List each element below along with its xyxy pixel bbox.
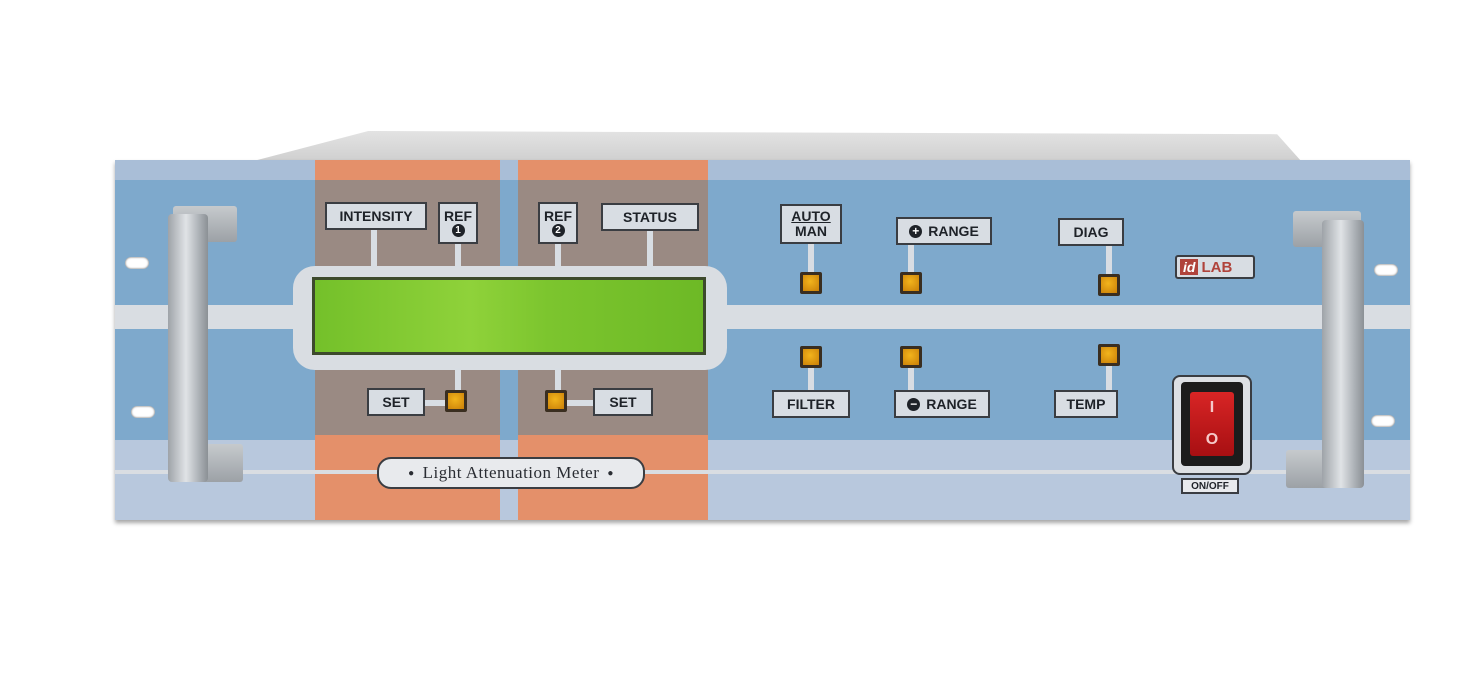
plus-icon: +	[909, 224, 923, 238]
temp-label: TEMP	[1054, 390, 1118, 418]
off-symbol: O	[1205, 431, 1219, 448]
mount-hole-left-bottom	[131, 406, 155, 418]
auto-man-stem	[808, 244, 814, 274]
on-symbol: I	[1209, 399, 1215, 416]
number-1-icon: 1	[451, 224, 465, 237]
temp-button[interactable]	[1098, 344, 1120, 366]
range-plus-label: + RANGE	[896, 217, 992, 245]
status-label: STATUS	[601, 203, 699, 231]
ref2-stem	[555, 244, 561, 268]
intensity-stem	[371, 230, 377, 268]
onoff-label: ON/OFF	[1181, 478, 1239, 494]
left-handle[interactable]	[168, 214, 208, 482]
auto-man-label: AUTO MAN	[780, 204, 842, 244]
set-label-right: SET	[593, 388, 653, 416]
set-right-connector	[567, 400, 593, 406]
set-right-button[interactable]	[545, 390, 567, 412]
set-left-connector	[425, 400, 449, 406]
auto-label: AUTO	[791, 208, 831, 224]
device-title-plate: ● Light Attenuation Meter ●	[377, 457, 645, 489]
panel-top-band	[115, 160, 1410, 180]
range-minus-button[interactable]	[900, 346, 922, 368]
number-2-icon: 2	[551, 224, 565, 237]
lcd-display	[312, 277, 706, 355]
set-label-left: SET	[367, 388, 425, 416]
front-panel: INTENSITY REF 1 REF 2 STATUS SET SET AUT…	[115, 160, 1410, 520]
set-right-stem	[555, 368, 561, 390]
range-minus-text: RANGE	[926, 395, 977, 412]
brand-name: LAB	[1201, 258, 1233, 276]
range-minus-label: − RANGE	[894, 390, 990, 418]
range-plus-button[interactable]	[900, 272, 922, 294]
set-left-button[interactable]	[445, 390, 467, 412]
mount-hole-right-bottom	[1371, 415, 1395, 427]
lower-rail	[115, 470, 1410, 474]
minus-icon: −	[907, 397, 921, 411]
status-stem	[647, 231, 653, 268]
ref2-label: REF 2	[538, 202, 578, 244]
man-label: MAN	[795, 223, 827, 239]
filter-label: FILTER	[772, 390, 850, 418]
power-switch[interactable]: I O	[1190, 392, 1234, 456]
ref2-label-text: REF	[544, 208, 572, 224]
range-plus-stem	[908, 245, 914, 275]
title-bullet-left: ●	[408, 467, 415, 479]
brand-logo: id LAB	[1175, 255, 1255, 279]
auto-man-button[interactable]	[800, 272, 822, 294]
right-handle[interactable]	[1322, 220, 1364, 488]
ref1-stem	[455, 244, 461, 268]
diag-button[interactable]	[1098, 274, 1120, 296]
diag-label: DIAG	[1058, 218, 1124, 246]
range-minus-stem	[908, 368, 914, 392]
temp-stem	[1106, 366, 1112, 392]
ref1-label: REF 1	[438, 202, 478, 244]
range-plus-text: RANGE	[928, 222, 979, 239]
filter-stem	[808, 368, 814, 392]
diag-stem	[1106, 246, 1112, 276]
intensity-label: INTENSITY	[325, 202, 427, 230]
filter-button[interactable]	[800, 346, 822, 368]
brand-prefix: id	[1180, 259, 1199, 275]
ref1-label-text: REF	[444, 208, 472, 224]
mount-hole-left-top	[125, 257, 149, 269]
title-bullet-right: ●	[607, 467, 614, 479]
mount-hole-right-top	[1374, 264, 1398, 276]
device-title: Light Attenuation Meter	[422, 463, 600, 482]
set-left-stem	[455, 368, 461, 390]
